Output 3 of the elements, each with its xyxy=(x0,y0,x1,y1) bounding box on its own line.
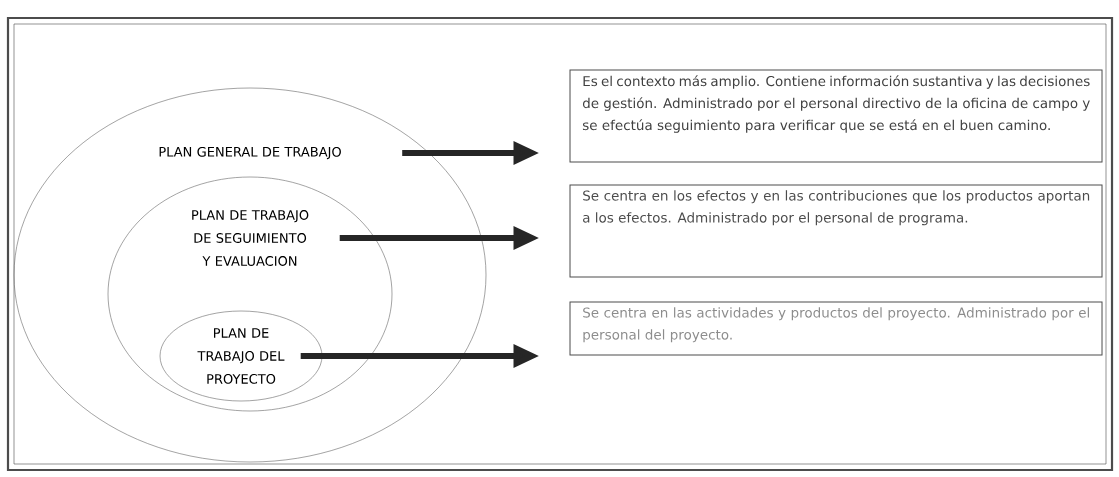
text-box: Es el contexto más amplio. Contiene información sustantiva y las decisiones de gestión. Administrado por el personal directivo de la oficina de campo y se efectúa seguimiento para verificar que se está en el buen camino. xyxy=(569,69,1103,163)
text-box: Se centra en los efectos y en las contribuciones que los productos aportan a los efectos. Administrado por el personal de programa. xyxy=(569,184,1103,278)
text-box: Se centra en las actividades y productos del proyecto. Administrado por el personal del proyecto. xyxy=(569,301,1103,356)
